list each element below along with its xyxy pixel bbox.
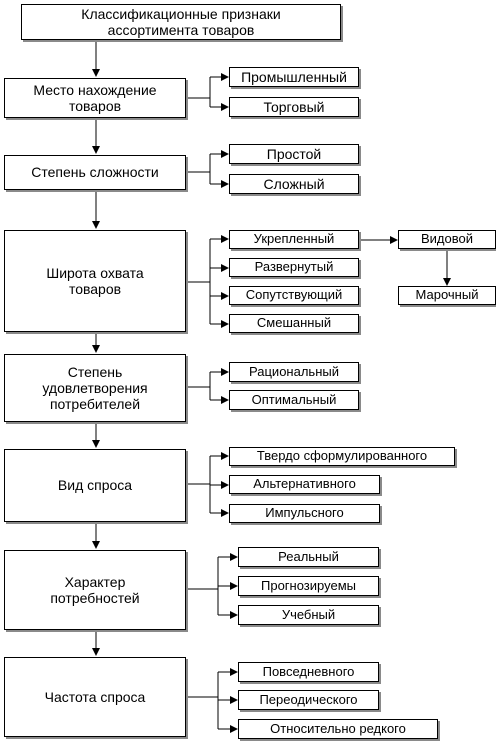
- item-box: Развернутый: [229, 258, 359, 277]
- category-box-demand-type: Вид спроса: [4, 449, 186, 522]
- item-box: Учебный: [238, 605, 379, 625]
- category-label: товаров: [68, 98, 122, 114]
- item-box: Сложный: [229, 174, 359, 194]
- category-label: Степень сложности: [31, 164, 159, 181]
- item-label: Сложный: [263, 175, 325, 192]
- category-box-complexity: Степень сложности: [4, 155, 186, 190]
- item-box: Прогнозируемы: [238, 576, 379, 596]
- sub-box-marochny: Марочный: [398, 286, 496, 305]
- item-box: Рациональный: [229, 362, 359, 382]
- category-label: товаров: [68, 281, 122, 297]
- item-box: Переодического: [238, 690, 379, 710]
- category-label: Широта охвата: [46, 264, 144, 281]
- item-box: Импульсного: [229, 504, 380, 523]
- item-box: Относительно редкого: [238, 719, 438, 739]
- item-label: Альтернативного: [253, 476, 356, 492]
- item-label: Промышленный: [241, 68, 347, 85]
- category-label: удовлетворения: [42, 379, 148, 396]
- item-box: Сопутствующий: [229, 286, 359, 305]
- item-label: Торговый: [263, 98, 325, 115]
- item-label: Рациональный: [249, 363, 339, 379]
- item-label: Прогнозируемы: [261, 577, 356, 593]
- category-box-frequency: Частота спроса: [4, 657, 186, 737]
- category-label: Степень: [67, 363, 123, 380]
- item-label: Видовой: [421, 231, 473, 247]
- category-box-breadth: Широта охвата товаров: [4, 230, 186, 332]
- category-label: Вид спроса: [57, 477, 133, 494]
- item-box: Торговый: [229, 97, 359, 117]
- item-label: Простой: [266, 145, 322, 162]
- category-label: Место нахождение: [33, 81, 157, 98]
- item-label: Твердо сформулированного: [256, 448, 428, 464]
- item-box: Реальный: [238, 547, 379, 567]
- item-label: Оптимальный: [251, 391, 337, 407]
- item-box: Альтернативного: [229, 475, 380, 494]
- item-box: Оптимальный: [229, 390, 359, 410]
- item-label: Переодического: [259, 691, 358, 707]
- item-label: Относительно редкого: [270, 720, 406, 736]
- category-label: Частота спроса: [44, 688, 146, 705]
- item-label: Импульсного: [265, 505, 344, 521]
- category-label: Характер: [64, 573, 126, 590]
- item-label: Повседневного: [262, 663, 355, 679]
- item-box: Укрепленный: [229, 230, 359, 249]
- item-label: Реальный: [278, 548, 339, 564]
- title-box: Классификационные признаки ассортимента …: [21, 4, 341, 40]
- item-box: Смешанный: [229, 314, 359, 333]
- item-box: Повседневного: [238, 662, 379, 682]
- item-box: Промышленный: [229, 67, 359, 87]
- category-box-needs: Характер потребностей: [4, 550, 186, 630]
- item-label: Развернутый: [254, 259, 334, 275]
- item-box: Простой: [229, 144, 359, 164]
- category-box-location: Место нахождение товаров: [4, 78, 186, 118]
- category-label: потребителей: [49, 396, 141, 413]
- item-label: Укрепленный: [253, 231, 335, 247]
- title-line-2: ассортимента товаров: [107, 22, 255, 38]
- item-label: Сопутствующий: [245, 287, 343, 303]
- item-label: Смешанный: [256, 315, 332, 331]
- item-box: Твердо сформулированного: [229, 447, 455, 466]
- category-box-satisfaction: Степень удовлетворения потребителей: [4, 354, 186, 422]
- item-label: Учебный: [281, 606, 336, 622]
- item-label: Марочный: [415, 287, 479, 303]
- sub-box-vidovoy: Видовой: [398, 230, 496, 249]
- category-label: потребностей: [50, 590, 140, 606]
- title-line-1: Классификационные признаки: [81, 5, 281, 22]
